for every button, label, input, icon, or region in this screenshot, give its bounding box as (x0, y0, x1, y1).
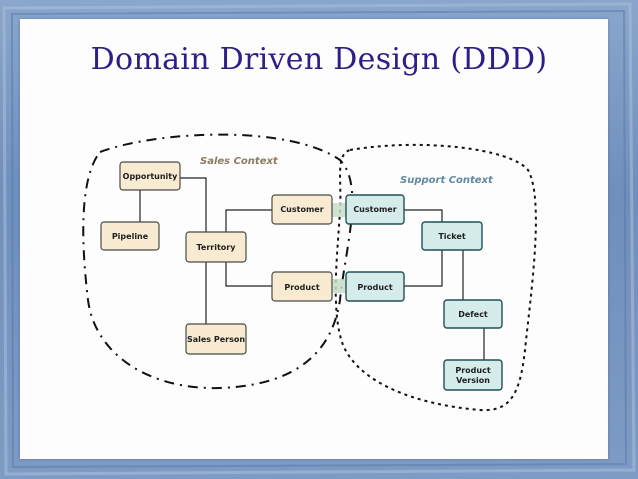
territory-customer-link (225, 209, 272, 240)
node-support-product-label: Product (357, 283, 392, 292)
node-support-customer[interactable]: Customer (345, 194, 405, 225)
node-sales-customer[interactable]: Customer (271, 194, 333, 225)
sales-context-label: Sales Context (200, 156, 279, 167)
node-sales-person[interactable]: Sales Person (185, 323, 247, 355)
slide-title: Domain Driven Design (DDD) (90, 42, 548, 77)
territory-product-link (225, 262, 272, 287)
node-opportunity-label: Opportunity (123, 172, 178, 181)
node-defect-label: Defect (458, 310, 488, 319)
node-product-version-label-1: Product (455, 366, 490, 375)
node-territory[interactable]: Territory (185, 231, 247, 263)
node-sales-person-label: Sales Person (187, 335, 245, 344)
node-sales-customer-label: Customer (280, 205, 323, 214)
node-ticket[interactable]: Ticket (421, 221, 483, 251)
product-ticket-link (404, 250, 443, 287)
customer-ticket-link (404, 209, 443, 222)
node-support-customer-label: Customer (353, 205, 396, 214)
customer-context-map (332, 203, 346, 217)
node-pipeline-label: Pipeline (112, 232, 149, 241)
node-defect[interactable]: Defect (443, 299, 503, 329)
node-product-version[interactable]: Product Version (443, 359, 503, 391)
node-support-product[interactable]: Product (345, 271, 405, 302)
node-ticket-label: Ticket (438, 232, 465, 241)
node-sales-product[interactable]: Product (271, 271, 333, 302)
support-context-boundary (334, 143, 537, 412)
relation-lines (139, 177, 485, 360)
node-pipeline[interactable]: Pipeline (100, 221, 160, 251)
support-context-label: Support Context (400, 175, 494, 186)
opportunity-territory-link (180, 177, 207, 232)
node-sales-product-label: Product (284, 283, 319, 292)
node-product-version-label-2: Version (456, 376, 490, 385)
node-territory-label: Territory (197, 243, 237, 252)
node-opportunity[interactable]: Opportunity (119, 161, 181, 191)
product-context-map (332, 279, 346, 293)
sales-context-boundary (82, 133, 354, 390)
